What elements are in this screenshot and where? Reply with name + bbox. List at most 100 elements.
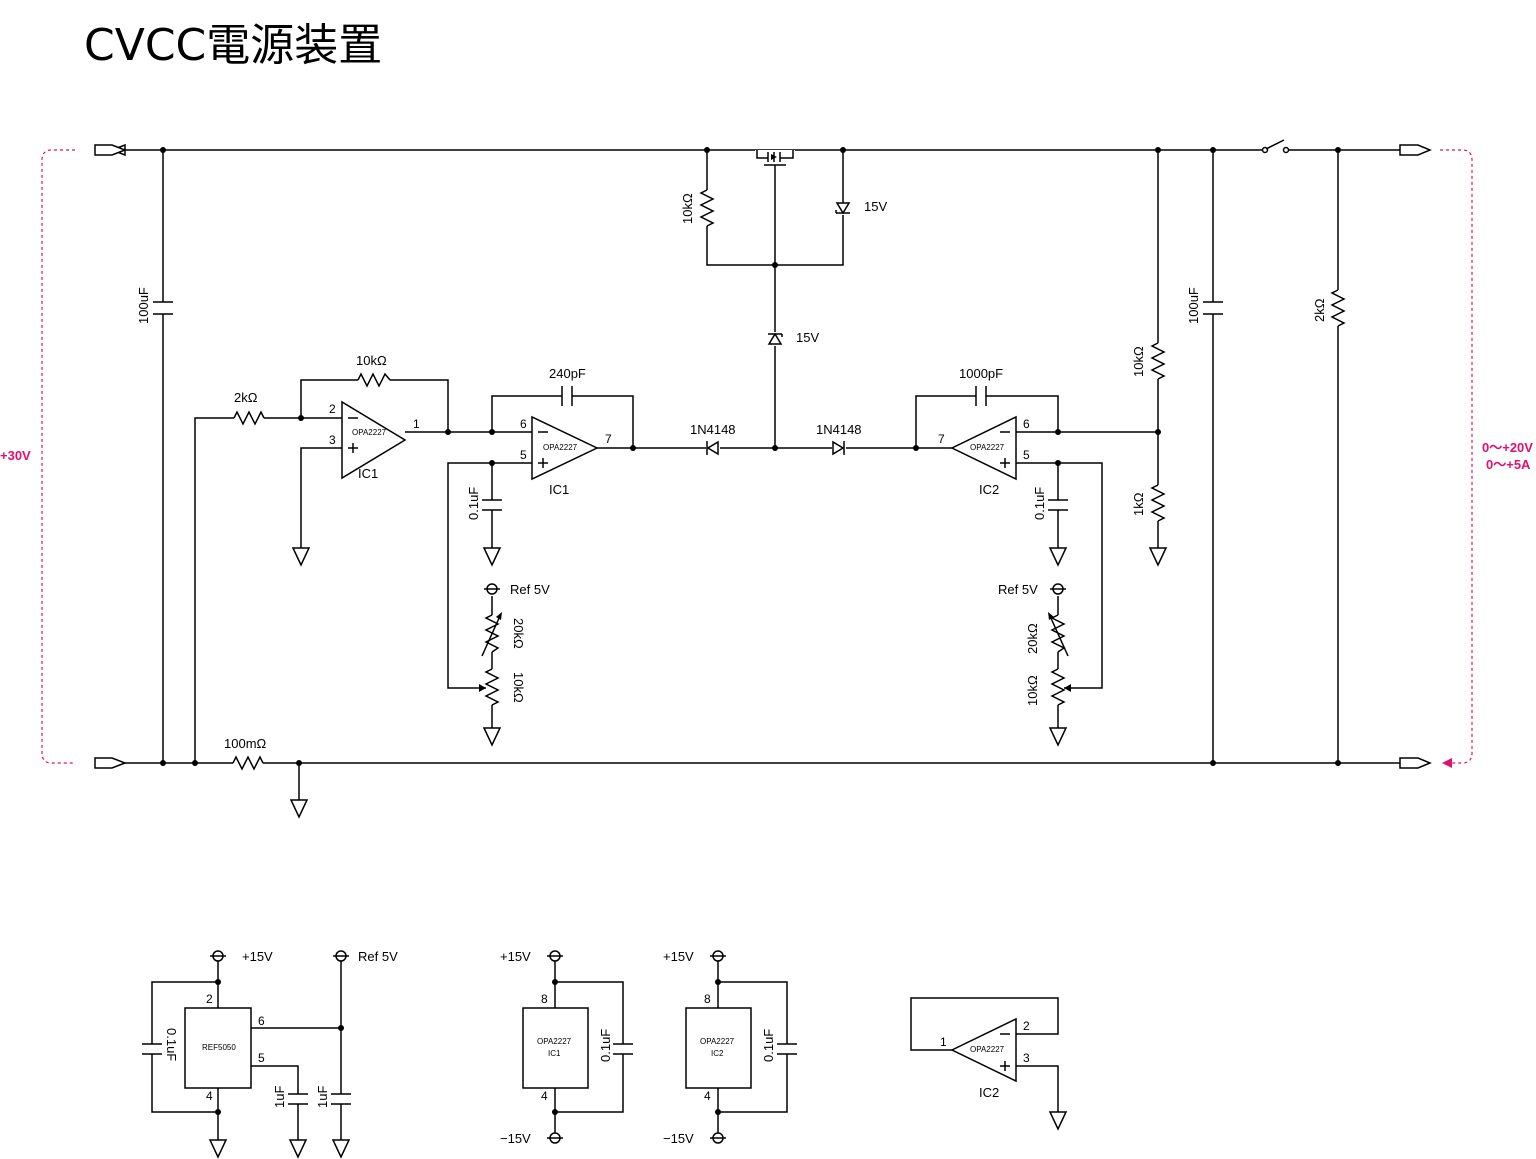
output-voltage-bracket [1440,149,1473,768]
ic1-ref-terminal [484,583,500,595]
ic2-power-pin-neg: 4 [704,1089,711,1103]
input-voltage-bracket [41,149,75,764]
opamp-ic1b-part: OPA2227 [543,443,578,452]
opamp-ic1b-pin-plus: 5 [520,448,527,462]
ic1-power-cap-value: 0.1uF [598,1029,613,1062]
ref-pin-gnd: 4 [206,1089,213,1103]
input-terminal-top[interactable] [94,143,128,157]
opamp-ic2a-pin-minus: 2 [1023,1019,1030,1033]
power-ground-symbols [208,1111,1068,1159]
power-capacitors [142,1043,797,1105]
divider-resistor-top-value: 10kΩ [1131,346,1146,377]
ref5050-chip [184,1007,252,1089]
ref-ctrim-value: 1uF [272,1086,287,1108]
ic2-current-pot[interactable] [1050,668,1071,706]
output-resistor-value: 2kΩ [1312,298,1327,322]
output-switch[interactable] [1261,139,1290,154]
input-voltage-label: +30V [0,448,31,463]
opamp-ic1b-name: IC1 [549,482,569,497]
opamp-ic1a-pin-plus: 3 [329,433,336,447]
main-wiring [125,149,1400,800]
opamp-ic1b [531,415,599,481]
ic1-power-chip [522,1007,589,1089]
ref-pin-in: 2 [206,992,213,1006]
opamp-ic1b-pin-minus: 6 [520,417,527,431]
gate-zener-value: 15V [864,199,887,214]
diode-ic1-value: 1N4148 [690,422,736,437]
opamp-ic2b-part: OPA2227 [970,443,1005,452]
divider-resistor-top [1150,342,1166,380]
ic2-current-pot-value: 10kΩ [1025,675,1040,706]
opamp-ic1a-name: IC1 [358,466,378,481]
input-terminal-bottom[interactable] [94,757,128,769]
ic2-ref-terminal [1050,583,1066,595]
opamp-ic1a-pin-out: 1 [413,417,420,431]
ic2-ref-capacitor [1048,499,1068,511]
mid-zener-value: 15V [796,330,819,345]
ic2-power-pin-pos: 8 [704,992,711,1006]
opamp-ic2a-name: IC2 [979,1085,999,1100]
ic1-power-pin-neg: 4 [541,1089,548,1103]
opamp-ic1a-pin-minus: 2 [329,402,336,416]
diode-ic1 [706,440,719,456]
diode-ic2-value: 1N4148 [816,422,862,437]
ref-cout-value: 1uF [315,1086,330,1108]
output-capacitor [1203,301,1223,315]
ic2-ref-capacitor-value: 0.1uF [1032,487,1047,520]
ic1-vpos-label: +15V [500,949,531,964]
opamp-ic2b-pin-plus: 5 [1023,448,1030,462]
diode-ic2 [832,440,845,456]
output-terminal-bottom[interactable] [1399,757,1432,769]
ic1-power-pin-pos: 8 [541,992,548,1006]
input-resistor [233,410,265,426]
ic1-power-name: IC1 [548,1049,561,1058]
opamp-ic1b-pin-out: 7 [605,432,612,446]
output-voltage-label: 0〜+20V [1482,440,1533,455]
gate-zener-diode [835,202,851,215]
power-terminals [210,950,726,1144]
feedback-resistor-value: 10kΩ [356,353,387,368]
input-capacitor [153,301,173,315]
output-current-label: 0〜+5A [1486,457,1531,472]
output-terminal-top[interactable] [1399,144,1432,156]
ic1-vneg-label: −15V [500,1131,531,1146]
opamp-ic2a-part: OPA2227 [970,1045,1005,1054]
ic2-trim-pot-value: 20kΩ [1025,623,1040,654]
ref-cin-value: 0.1uF [164,1028,179,1061]
ic1-trim-pot[interactable] [481,612,502,657]
ic2-power-part: OPA2227 [700,1037,735,1046]
ic2-power-chip [685,1007,752,1089]
gate-resistor-value: 10kΩ [680,193,695,224]
ic1-feedback-capacitor-value: 240pF [549,366,586,381]
ic1-voltage-pot[interactable] [479,668,500,706]
ic2-ref-label: Ref 5V [998,582,1038,597]
opamp-ic1a-part: OPA2227 [352,428,387,437]
mosfet [755,150,795,166]
page-title: CVCC電源装置 [84,20,382,71]
power-section-dots [215,979,721,1115]
input-capacitor-value: 100uF [136,287,151,324]
ic2-trim-pot[interactable] [1048,612,1069,657]
ic2-power-cap-value: 0.1uF [761,1029,776,1062]
output-capacitor-value: 100uF [1186,287,1201,324]
ic1-ref-capacitor [482,499,502,511]
feedback-resistor [357,372,391,388]
opamp-ic2b-pin-minus: 6 [1023,417,1030,431]
ic2-feedback-capacitor [975,386,987,406]
sense-resistor-value: 100mΩ [224,736,267,751]
ground-symbols [289,547,1168,819]
ic1-trim-pot-value: 20kΩ [511,618,526,649]
divider-resistor-bottom-value: 1kΩ [1131,492,1146,516]
junction-dots [160,147,1341,766]
input-resistor-value: 2kΩ [234,390,258,405]
opamp-ic2a-pin-out: 1 [940,1035,947,1049]
ref-ic-part: REF5050 [202,1043,236,1052]
ref-pin-out: 6 [258,1014,265,1028]
ic2-vneg-label: −15V [663,1131,694,1146]
divider-resistor-bottom [1150,484,1166,522]
mid-zener-diode [767,332,783,345]
ref-pin-trim: 5 [258,1051,265,1065]
ic1-ref-label: Ref 5V [510,582,550,597]
ic1-ref-capacitor-value: 0.1uF [466,487,481,520]
opamp-ic2b-name: IC2 [979,482,999,497]
